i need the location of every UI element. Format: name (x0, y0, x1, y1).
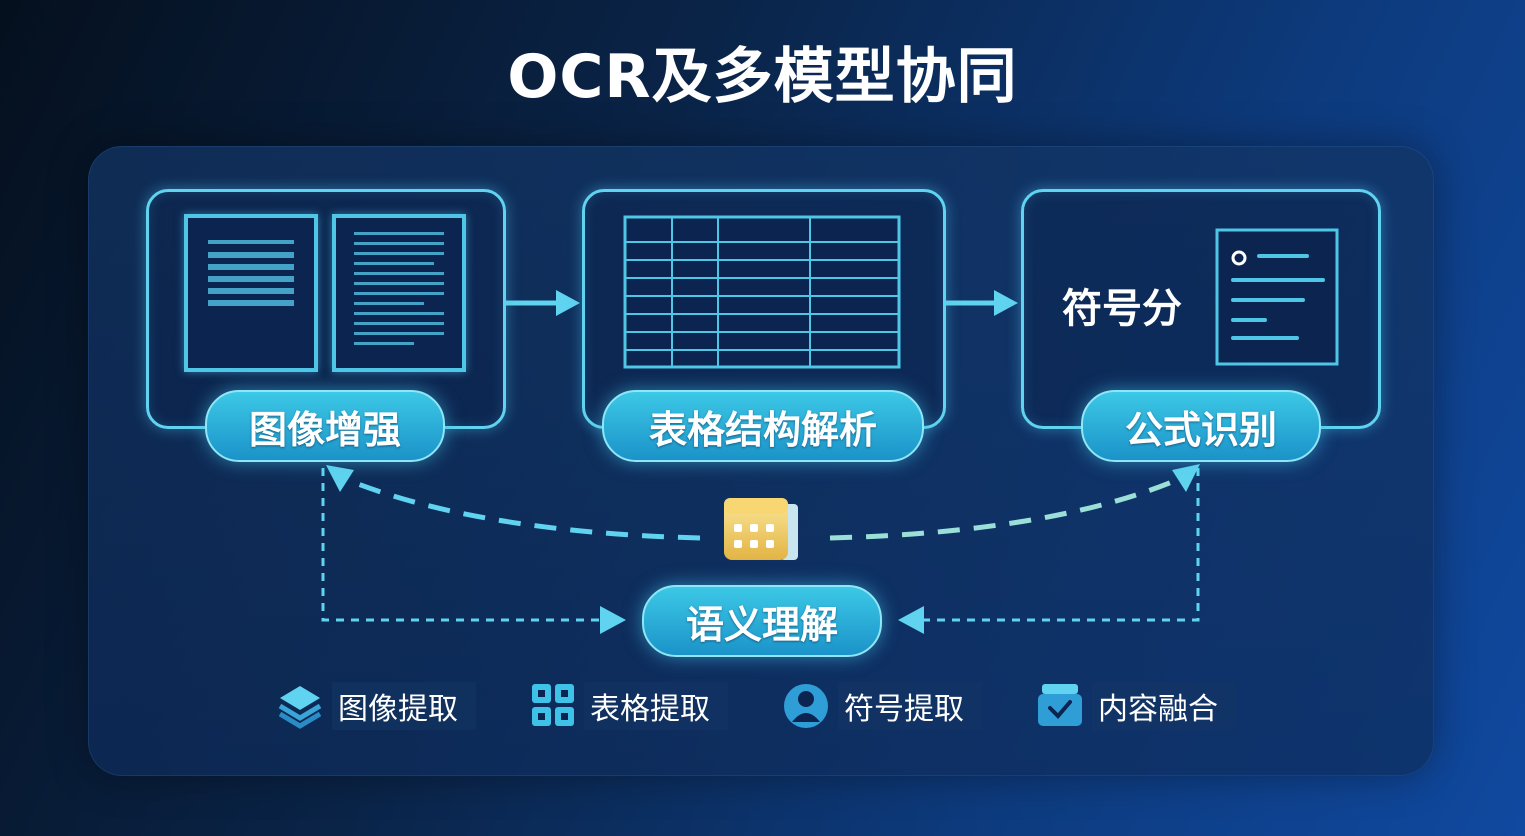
formula-doc-icon (1215, 228, 1339, 366)
arrow-stage2-to-stage3 (944, 290, 1018, 316)
dotted-loop-right (898, 468, 1200, 634)
legend-item-table-extract: 表格提取 (530, 682, 728, 730)
legend-label: 表格提取 (584, 682, 728, 730)
dashed-arc-right (829, 464, 1200, 541)
table-grid-icon (623, 215, 901, 369)
stage-label-table-parsing: 表格结构解析 (602, 390, 924, 462)
grid-icon (530, 682, 580, 730)
folder-calendar-icon (722, 494, 802, 564)
center-label-semantic-understanding: 语义理解 (642, 585, 882, 657)
legend-item-content-fusion: 内容融合 (1038, 682, 1236, 730)
legend-label: 内容融合 (1092, 682, 1236, 730)
legend-item-symbol-extract: 符号提取 (784, 682, 982, 730)
stage-label-formula-recognition: 公式识别 (1081, 390, 1321, 462)
stage-label-image-enhancement: 图像增强 (205, 390, 445, 462)
layers-icon (278, 682, 328, 730)
legend-item-image-extract: 图像提取 (278, 682, 476, 730)
user-icon (784, 682, 834, 730)
legend-label: 符号提取 (838, 682, 982, 730)
legend-label: 图像提取 (332, 682, 476, 730)
document-page-text-icon (332, 214, 466, 372)
page-title: OCR及多模型协同 (507, 42, 1018, 112)
dashed-arc-left (326, 465, 701, 541)
inbox-check-icon (1038, 682, 1088, 730)
document-pages-icon (184, 214, 318, 372)
symbol-inner-text: 符号分 (1062, 286, 1182, 332)
dotted-loop-left (321, 468, 626, 634)
arrow-stage1-to-stage2 (505, 290, 580, 316)
